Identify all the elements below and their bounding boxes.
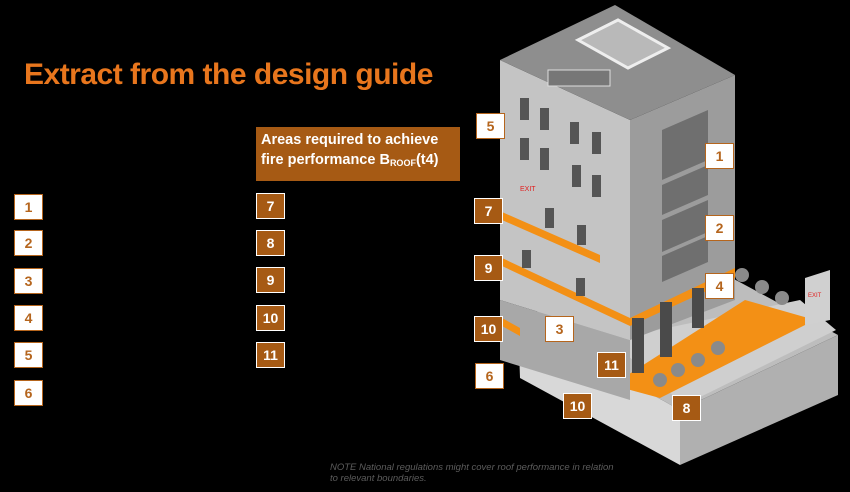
page-title: Extract from the design guide [24,58,433,91]
callout-1: 1 [705,143,734,169]
callout-10-bottom: 10 [563,393,592,419]
callout-10-left: 10 [474,316,503,342]
exit-block [805,270,830,325]
roof-plant [574,18,672,70]
header-line-2-end: (t4) [415,152,439,168]
list-badge-8: 8 [256,230,285,256]
header-line-2: fire performance B [261,152,390,168]
list-badge-7: 7 [256,193,285,219]
callout-7: 7 [474,198,503,224]
list-badge-1: 1 [14,194,43,220]
list-badge-4: 4 [14,305,43,331]
list-badge-5: 5 [14,342,43,368]
left-face-windows [520,98,601,296]
floor-band-middle [502,258,630,326]
list-badge-6: 6 [14,380,43,406]
callout-8: 8 [672,395,701,421]
floor-band-base [502,318,520,336]
header-line-1: Areas required to achieve [261,132,439,148]
callout-9: 9 [474,255,503,281]
list-badge-10: 10 [256,305,285,331]
podium-windows [632,288,704,373]
callout-2: 2 [705,215,734,241]
exit-sign-podium: EXIT [808,293,822,299]
callout-11: 11 [597,352,626,378]
header-subscript: ROOF [389,158,416,168]
list-badge-11: 11 [256,342,285,368]
list-badge-9: 9 [256,267,285,293]
floor-band-upper [502,212,600,263]
tower-left-face [500,60,630,340]
list-badge-2: 2 [14,230,43,256]
callout-6: 6 [475,363,504,389]
roof-panel [547,69,611,87]
exit-sign-tower: EXIT [520,186,536,193]
terrace-trees [653,268,789,387]
right-face-balconies [662,110,708,282]
callout-4: 4 [705,273,734,299]
list-badge-3: 3 [14,268,43,294]
podium-front-right [680,335,838,465]
areas-header-box: Areas required to achieve fire performan… [256,127,460,181]
footnote: NOTE National regulations might cover ro… [330,462,614,484]
callout-5: 5 [476,113,505,139]
callout-3: 3 [545,316,574,342]
